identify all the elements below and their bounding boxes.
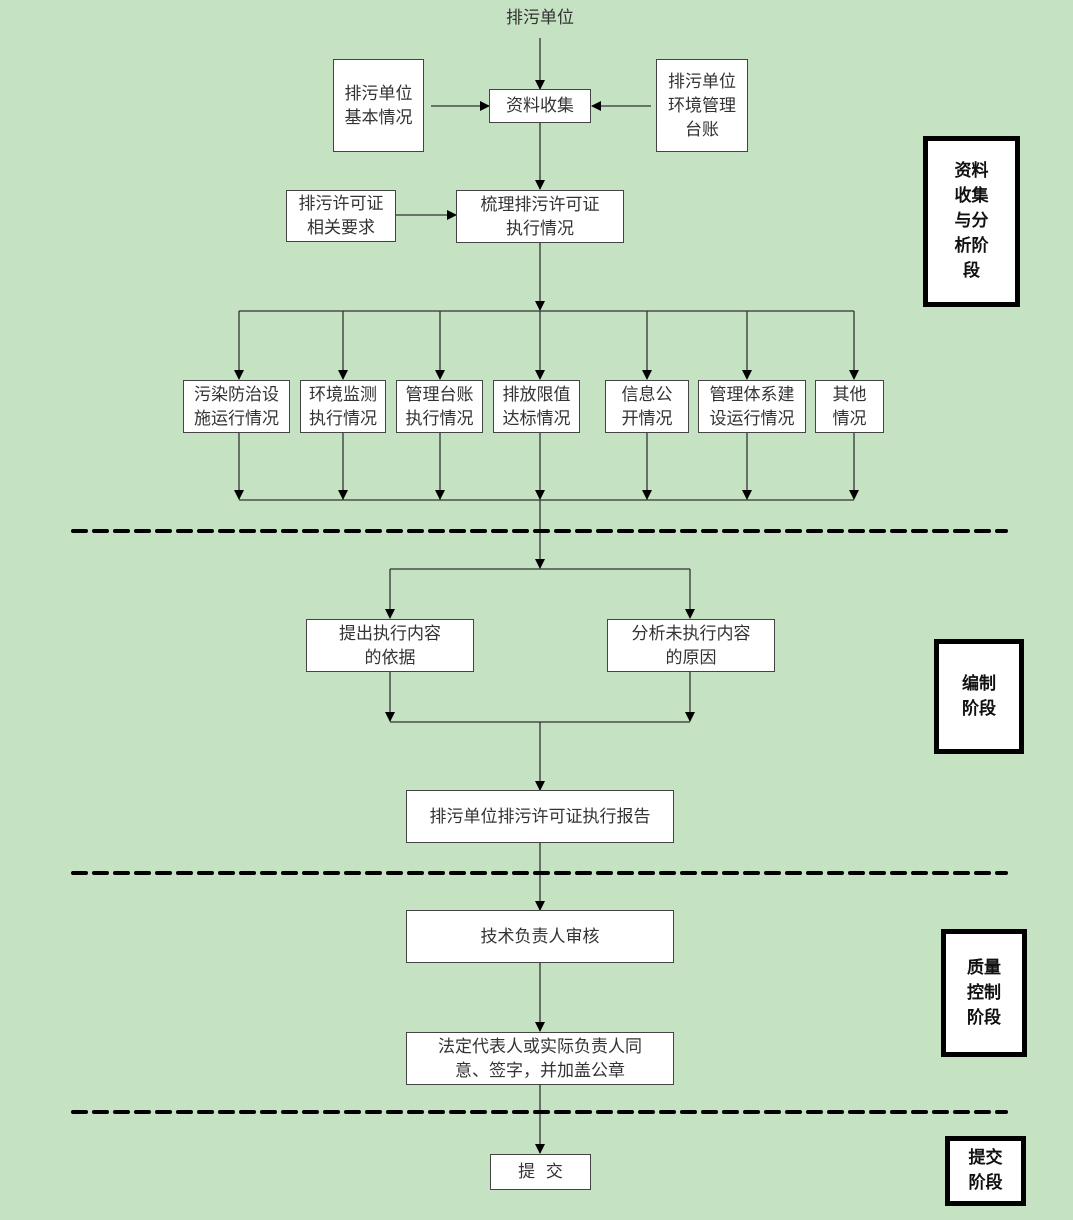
stage-label-submit: 提交 阶段 <box>945 1136 1026 1206</box>
stage-label-collection-analysis: 资料 收集 与分 析阶 段 <box>923 136 1020 307</box>
stage-label-quality-control: 质量 控制 阶段 <box>941 929 1027 1057</box>
permit-requirements-box: 排污许可证 相关要求 <box>286 190 396 242</box>
collection-box: 资料收集 <box>489 89 591 123</box>
basic-info-box: 排污单位 基本情况 <box>333 59 424 152</box>
stage-label-compile: 编制 阶段 <box>934 639 1024 754</box>
non-execution-reason-box: 分析未执行内容 的原因 <box>607 619 775 672</box>
tech-review-box: 技术负责人审核 <box>406 910 674 963</box>
category-box: 环境监测 执行情况 <box>300 380 386 433</box>
start-label: 排污单位 <box>506 8 574 28</box>
review-execution-box: 梳理排污许可证 执行情况 <box>456 190 624 243</box>
execution-basis-box: 提出执行内容 的依据 <box>306 619 474 672</box>
category-box: 信息公 开情况 <box>605 380 689 433</box>
category-box: 排放限值 达标情况 <box>493 380 580 433</box>
legal-sign-box: 法定代表人或实际负责人同 意、签字，并加盖公章 <box>406 1032 674 1085</box>
category-box: 管理体系建 设运行情况 <box>698 380 806 433</box>
submit-box: 提 交 <box>490 1154 591 1190</box>
env-ledger-box: 排污单位 环境管理 台账 <box>656 59 748 152</box>
execution-report-box: 排污单位排污许可证执行报告 <box>406 790 674 843</box>
category-box: 其他 情况 <box>815 380 884 433</box>
category-box: 污染防治设 施运行情况 <box>183 380 290 433</box>
category-box: 管理台账 执行情况 <box>396 380 483 433</box>
